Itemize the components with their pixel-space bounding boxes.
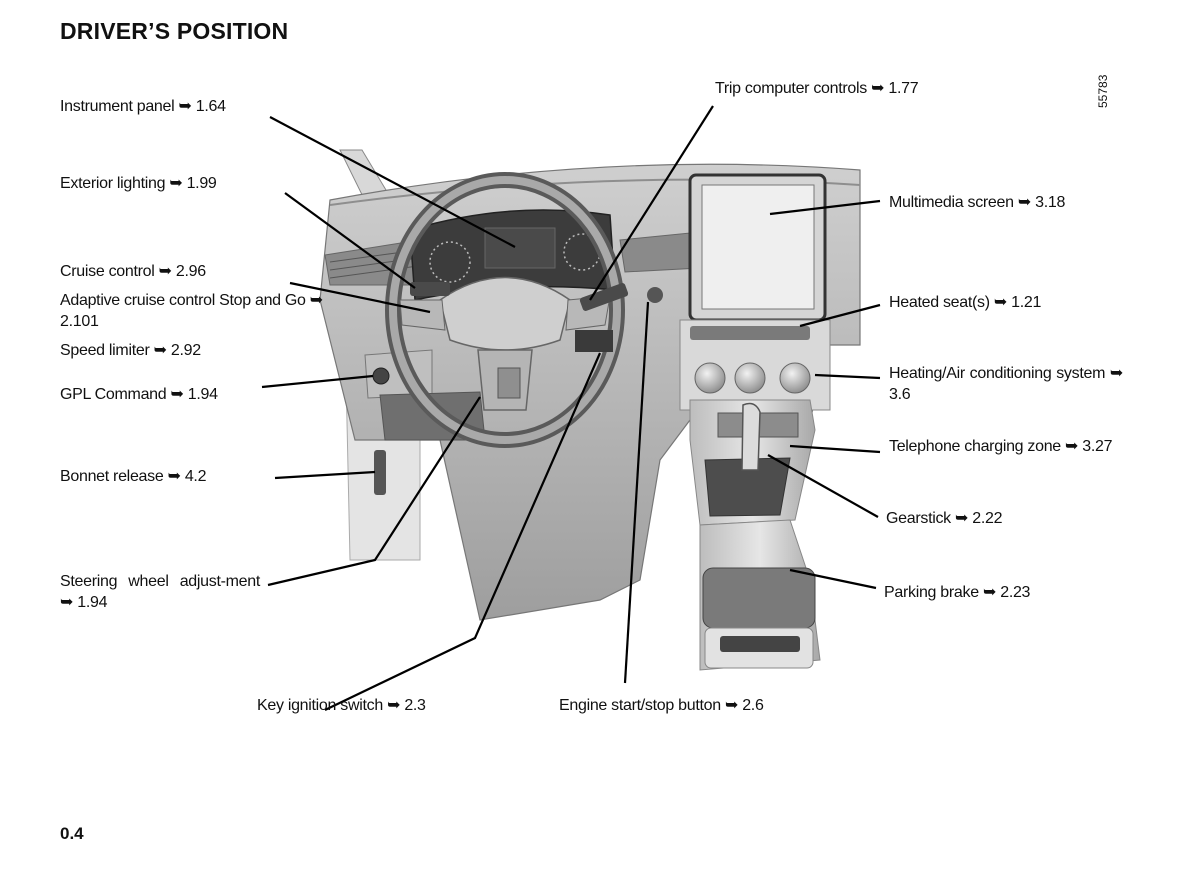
callout-instrument-panel: Instrument panel ➥ 1.64	[60, 98, 226, 115]
leader-key-ignition	[324, 352, 602, 711]
callout-bonnet-release: Bonnet release ➥ 4.2	[60, 468, 207, 485]
callout-trip-computer-controls: Trip computer controls ➥ 1.77	[715, 80, 919, 97]
callout-key-ignition-switch: Key ignition switch ➥ 2.3	[257, 697, 426, 714]
multimedia-screen-illustration	[688, 173, 827, 322]
leader-phone-charging	[789, 444, 881, 454]
callout-gearstick: Gearstick ➥ 2.22	[886, 510, 1003, 527]
callout-heated-seats: Heated seat(s) ➥ 1.21	[889, 294, 1042, 311]
leader-instrument-panel	[269, 116, 516, 248]
gpl-command-button	[372, 367, 390, 385]
leader-parking-brake	[789, 568, 877, 590]
leader-engine-start-stop	[623, 301, 650, 684]
page-title: DRIVER’S POSITION	[60, 18, 289, 44]
callout-steering-wheel-adjustment: Steering wheel adjust-ment ➥ 1.94	[60, 573, 260, 611]
callout-gpl-command: GPL Command ➥ 1.94	[60, 386, 218, 403]
leader-gpl-command	[261, 374, 374, 389]
leader-cruise-control	[289, 281, 431, 314]
callout-speed-limiter: Speed limiter ➥ 2.92	[60, 342, 201, 359]
page-number: 0.4	[60, 824, 84, 843]
callout-telephone-charging-zone: Telephone charging zone ➥ 3.27	[889, 438, 1113, 455]
steering-wheel	[385, 172, 663, 448]
callout-exterior-lighting: Exterior lighting ➥ 1.99	[60, 175, 217, 192]
callout-adaptive-cruise-control: Adaptive cruise control Stop and Go ➥ 2.…	[60, 292, 323, 330]
leader-multimedia-screen	[769, 199, 881, 216]
callout-parking-brake: Parking brake ➥ 2.23	[884, 584, 1031, 601]
callout-multimedia-screen: Multimedia screen ➥ 3.18	[889, 194, 1066, 211]
bonnet-release-lever	[374, 450, 386, 495]
leader-bonnet-release	[274, 470, 376, 480]
callout-heating-air-conditioning: Heating/Air conditioning system ➥ 3.6	[889, 365, 1123, 403]
callout-cruise-control: Cruise control ➥ 2.96	[60, 263, 206, 280]
callout-leader-lines	[261, 105, 881, 711]
leader-steering-adjustment	[267, 396, 481, 587]
leader-exterior-lighting	[284, 192, 416, 289]
leader-trip-computer	[589, 105, 714, 301]
callout-engine-start-stop: Engine start/stop button ➥ 2.6	[559, 697, 764, 714]
leader-gearstick	[767, 454, 879, 518]
leader-heated-seats	[799, 303, 881, 328]
instrument-cluster	[409, 209, 616, 301]
leader-heating-ac	[814, 373, 881, 380]
centre-console	[679, 319, 831, 671]
